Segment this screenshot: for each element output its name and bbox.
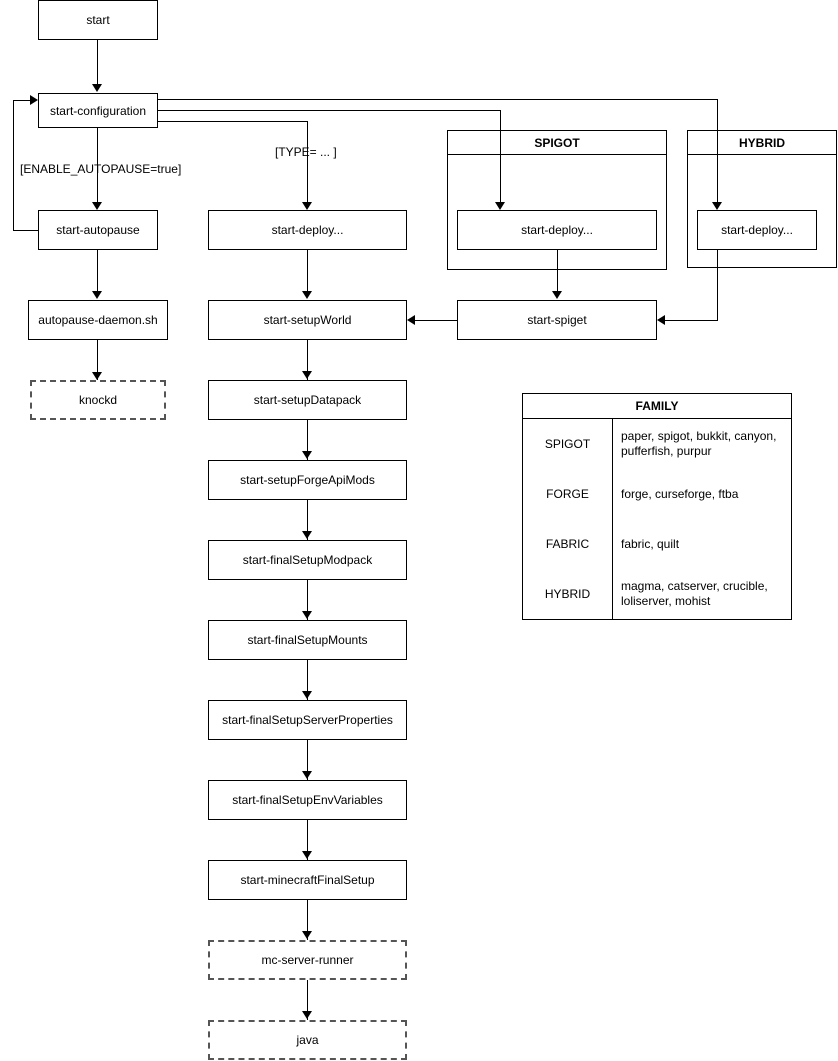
family-legend-body: SPIGOT paper, spigot, bukkit, canyon, pu… <box>523 419 791 619</box>
family-legend-value: fabric, quilt <box>621 536 680 551</box>
edge-autopause-loop-vertical <box>13 100 14 231</box>
arrowhead-autopause-loop <box>30 95 38 105</box>
family-legend-row: HYBRID magma, catserver, crucible, lolis… <box>523 569 791 619</box>
arrowhead-forgeapimods-to-modpack <box>302 531 312 539</box>
family-legend-title: FAMILY <box>523 394 791 419</box>
edge-configuration-to-spigot-horizontal <box>158 110 500 111</box>
edge-spiget-to-setupworld <box>415 320 457 321</box>
arrowhead-configuration-to-deploy <box>302 202 312 210</box>
edge-configuration-to-hybrid-horizontal <box>158 99 717 100</box>
edge-autopause-to-daemon <box>97 250 98 292</box>
arrowhead-daemon-to-knockd <box>92 372 102 380</box>
edge-forgeapimods-to-modpack <box>307 500 308 542</box>
edge-daemon-to-knockd <box>97 340 98 380</box>
group-spigot: SPIGOT <box>447 130 667 270</box>
edge-mcserverrunner-to-java <box>307 980 308 1022</box>
group-hybrid-title: HYBRID <box>688 131 836 155</box>
node-start[interactable]: start <box>38 0 158 40</box>
node-start-deploy-main[interactable]: start-deploy... <box>208 210 407 250</box>
family-legend-row: FORGE forge, curseforge, ftba <box>523 469 791 519</box>
arrowhead-spigot-deploy-to-spiget <box>552 291 562 299</box>
arrowhead-setupworld-to-datapack <box>302 371 312 379</box>
edge-configuration-to-deploy-vertical <box>307 121 308 203</box>
edge-mounts-to-serverproperties <box>307 660 308 702</box>
family-legend-key: FORGE <box>523 469 613 519</box>
arrowhead-datapack-to-forgeapimods <box>302 451 312 459</box>
edge-label-enable-autopause: [ENABLE_AUTOPAUSE=true] <box>20 162 182 176</box>
edge-start-to-configuration <box>97 40 98 85</box>
edge-configuration-to-spigot-vertical <box>500 110 501 203</box>
node-start-configuration[interactable]: start-configuration <box>38 93 158 128</box>
node-autopause-daemon[interactable]: autopause-daemon.sh <box>28 300 168 340</box>
arrowhead-mounts-to-serverproperties <box>302 691 312 699</box>
arrowhead-configuration-to-spigot <box>495 202 505 210</box>
arrowhead-minecraftfinalsetup-to-mcserverrunner <box>302 931 312 939</box>
arrowhead-autopause-to-daemon <box>92 291 102 299</box>
node-start-autopause[interactable]: start-autopause <box>38 210 158 250</box>
arrowhead-configuration-to-hybrid <box>712 202 722 210</box>
family-legend-value: magma, catserver, crucible, loliserver, … <box>621 579 768 608</box>
node-start-setup-world[interactable]: start-setupWorld <box>208 300 407 340</box>
family-legend-row: SPIGOT paper, spigot, bukkit, canyon, pu… <box>523 419 791 469</box>
edge-configuration-to-hybrid-vertical <box>717 99 718 203</box>
node-start-final-setup-server-properties[interactable]: start-finalSetupServerProperties <box>208 700 407 740</box>
arrowhead-envvariables-to-minecraftfinalsetup <box>302 851 312 859</box>
edge-hybrid-deploy-to-spiget-horizontal <box>665 320 718 321</box>
node-start-setup-forge-api-mods[interactable]: start-setupForgeApiMods <box>208 460 407 500</box>
node-start-deploy-hybrid[interactable]: start-deploy... <box>697 210 817 250</box>
node-start-minecraft-final-setup[interactable]: start-minecraftFinalSetup <box>208 860 407 900</box>
family-legend-value: forge, curseforge, ftba <box>621 486 739 501</box>
edge-envvariables-to-minecraftfinalsetup <box>307 820 308 862</box>
edge-modpack-to-mounts <box>307 580 308 622</box>
group-hybrid: HYBRID <box>687 130 837 268</box>
node-start-final-setup-modpack[interactable]: start-finalSetupModpack <box>208 540 407 580</box>
edge-setupworld-to-datapack <box>307 340 308 382</box>
node-start-final-setup-env-variables[interactable]: start-finalSetupEnvVariables <box>208 780 407 820</box>
node-start-spiget[interactable]: start-spiget <box>457 300 657 340</box>
edge-label-type: [TYPE= ... ] <box>275 145 337 159</box>
arrowhead-mcserverrunner-to-java <box>302 1011 312 1019</box>
arrowhead-spiget-to-setupworld <box>407 315 415 325</box>
node-start-final-setup-mounts[interactable]: start-finalSetupMounts <box>208 620 407 660</box>
edge-datapack-to-forgeapimods <box>307 420 308 462</box>
node-knockd[interactable]: knockd <box>30 380 166 420</box>
family-legend-table: FAMILY SPIGOT paper, spigot, bukkit, can… <box>522 393 792 620</box>
edge-configuration-to-autopause <box>97 128 98 203</box>
edge-autopause-loop-bottom <box>13 230 38 231</box>
edge-autopause-loop-top <box>13 100 30 101</box>
edge-configuration-to-deploy-horizontal <box>158 121 308 122</box>
group-spigot-title: SPIGOT <box>448 131 666 155</box>
family-legend-key: SPIGOT <box>523 419 613 469</box>
node-start-setup-datapack[interactable]: start-setupDatapack <box>208 380 407 420</box>
arrowhead-start-to-configuration <box>92 84 102 92</box>
edge-minecraftfinalsetup-to-mcserverrunner <box>307 900 308 942</box>
family-legend-key: HYBRID <box>523 569 613 619</box>
edge-hybrid-deploy-to-spiget-vertical <box>717 250 718 320</box>
edge-deploy-to-setupworld <box>307 250 308 292</box>
edge-serverproperties-to-envvariables <box>307 740 308 782</box>
node-start-deploy-spigot[interactable]: start-deploy... <box>457 210 657 250</box>
node-mc-server-runner[interactable]: mc-server-runner <box>208 940 407 980</box>
family-legend-row: FABRIC fabric, quilt <box>523 519 791 569</box>
edge-spigot-deploy-to-spiget <box>557 250 558 292</box>
arrowhead-modpack-to-mounts <box>302 611 312 619</box>
family-legend-value: paper, spigot, bukkit, canyon, pufferfis… <box>621 429 777 458</box>
arrowhead-deploy-to-setupworld <box>302 291 312 299</box>
arrowhead-serverproperties-to-envvariables <box>302 771 312 779</box>
family-legend-key: FABRIC <box>523 519 613 569</box>
arrowhead-configuration-to-autopause <box>92 202 102 210</box>
node-java[interactable]: java <box>208 1020 407 1060</box>
arrowhead-hybrid-deploy-to-spiget <box>657 315 665 325</box>
